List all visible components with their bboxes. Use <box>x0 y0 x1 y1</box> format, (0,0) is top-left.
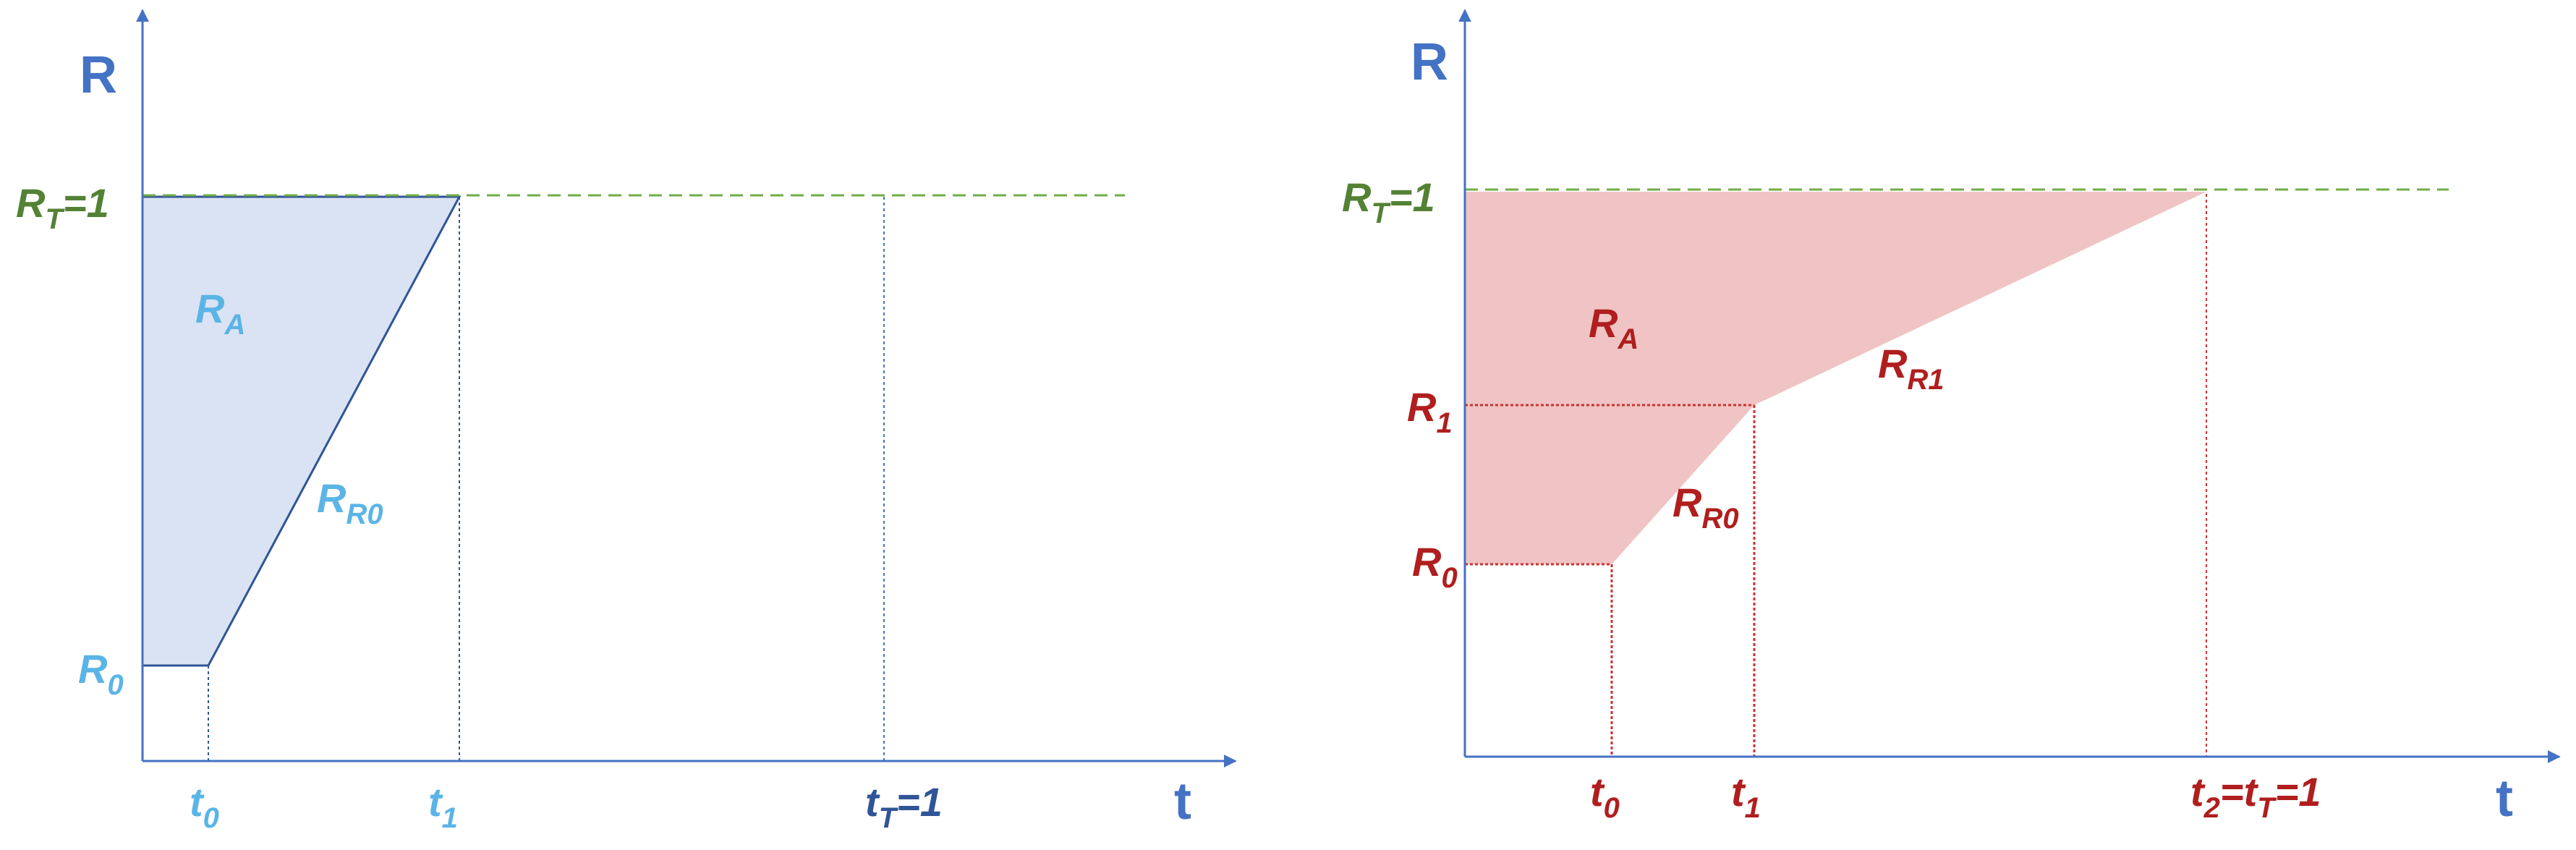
left-tt-label: tT=1 <box>865 779 943 834</box>
right-t0-label: t0 <box>1590 769 1620 824</box>
left-t0-label: t0 <box>190 779 219 834</box>
right-x-axis-label: t <box>2496 770 2513 828</box>
left-r0-label: R0 <box>78 646 124 701</box>
left-ra-region <box>141 195 462 667</box>
right-y-axis-label: R <box>1411 33 1448 91</box>
left-target-label: RT=1 <box>16 180 109 235</box>
left-t1-label: t1 <box>428 779 458 834</box>
right-t1-label: t1 <box>1731 769 1761 824</box>
left-rr0-label: RR0 <box>317 475 383 530</box>
right-target-label: RT=1 <box>1342 174 1435 229</box>
right-rr0-label: RR0 <box>1672 480 1739 535</box>
left-x-axis-label: t <box>1174 773 1191 830</box>
right-r0-label: R0 <box>1412 539 1458 594</box>
right-diagram: R t RT=1 R1 R0 RA RR1 RR0 t0 <box>1342 9 2561 828</box>
left-diagram: R t RT=1 R0 RA RR0 t0 t1 tT=1 <box>16 9 1237 834</box>
left-ra-label: RA <box>195 286 245 341</box>
right-r1-label: R1 <box>1407 384 1453 439</box>
right-ra-region <box>1465 192 2206 564</box>
right-t2-label: t2=tT=1 <box>2190 769 2321 824</box>
left-y-axis-label: R <box>80 46 117 104</box>
right-rr1-label: RR1 <box>1878 341 1944 396</box>
right-ra-label: RA <box>1589 300 1638 355</box>
